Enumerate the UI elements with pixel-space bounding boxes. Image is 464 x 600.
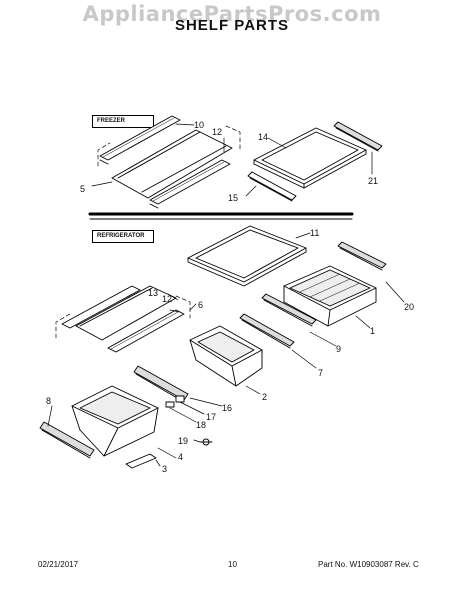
footer-part-number: Part No. W10903087 Rev. C [318,560,419,569]
refrigerator-shelf-rail-6 [61,285,141,329]
refrigerator-section-label: REFRIGERATOR [92,230,154,243]
drawer-rail-20 [337,241,387,271]
refrigerator-wire-shelf-13 [75,285,177,341]
callout-20: 20 [404,302,415,312]
callout-8: 8 [46,396,52,406]
callout-1: 1 [370,326,376,336]
callout-10: 10 [194,120,205,130]
callout-12-refrigerator: 12 [162,294,173,304]
freezer-shelf-rail-10 [99,115,181,165]
callout-16: 16 [222,403,233,413]
refrigerator-glass-shelf-11 [187,225,307,287]
leader-lines [47,123,405,467]
footer-page-number: 10 [228,560,237,569]
freezer-shelf-rail-12 [149,159,231,209]
drawer-rail-8 [39,421,95,459]
freezer-shelf-trim-15 [247,171,297,202]
callout-13: 13 [148,288,159,298]
clip-17 [175,395,185,403]
callout-5: 5 [80,184,86,194]
callout-9: 9 [336,344,342,354]
callout-4: 4 [178,452,184,462]
drawer-rail-9 [261,293,317,327]
callout-18: 18 [196,420,207,430]
watermark: AppliancePartsPros.com [82,2,382,26]
callout-14: 14 [258,132,269,142]
callout-21: 21 [368,176,379,186]
drawer-4 [71,385,159,457]
freezer-glass-shelf-14 [253,127,367,189]
freezer-section-label: FREEZER [92,115,154,128]
callout-2: 2 [262,392,268,402]
refrigerator-shelf-rail-12 [107,309,185,353]
page-title: SHELF PARTS [174,17,290,34]
callout-6: 6 [198,300,204,310]
freezer-shelf-outline [97,125,241,167]
callout-19: 19 [178,436,189,446]
callout-15: 15 [228,193,239,203]
callout-11: 11 [310,228,320,238]
clip-3 [125,453,157,469]
screw-19 [199,438,213,446]
callout-12-freezer: 12 [212,127,223,137]
callout-7: 7 [318,368,324,378]
callout-17: 17 [206,412,217,422]
footer-date: 02/21/2017 [38,560,79,569]
drawer-2 [189,325,263,387]
drawer-rail-7 [239,313,295,349]
freezer-shelf-trim-21 [333,121,383,152]
freezer-wire-shelf-5 [111,129,233,199]
refrigerator-shelf-outline [55,295,191,339]
clip-18 [165,401,175,408]
callout-3: 3 [162,464,168,474]
drawer-1 [283,265,377,327]
